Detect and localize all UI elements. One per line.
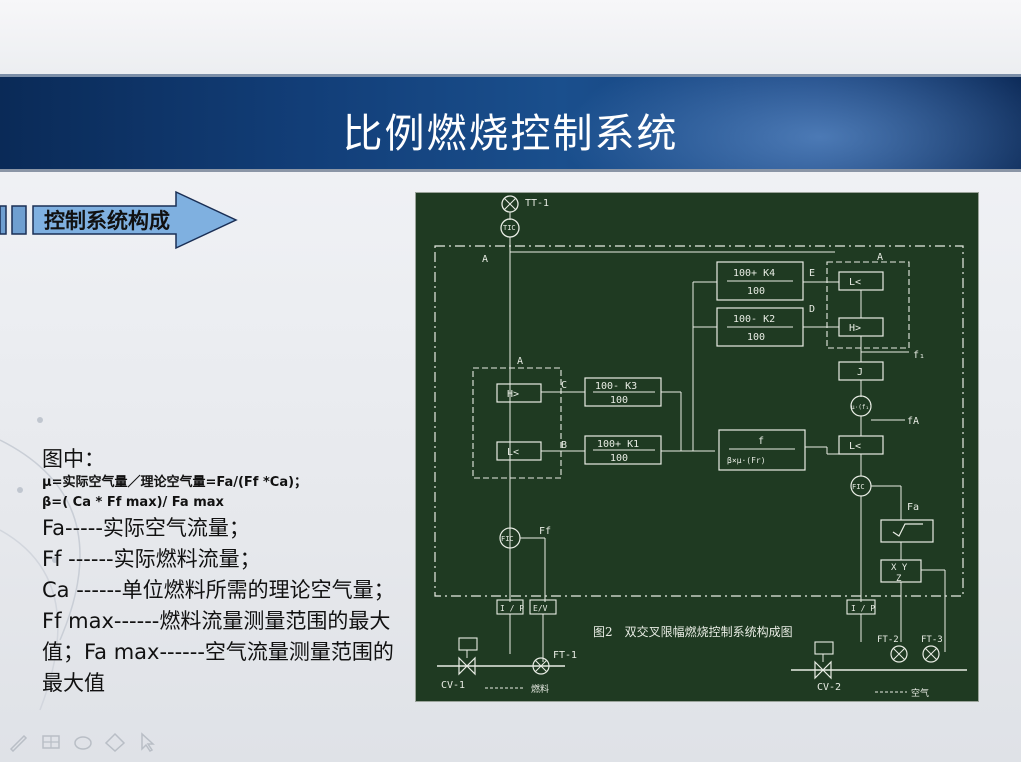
ft1-sensor (532, 657, 550, 675)
ft3-sensor (922, 645, 940, 663)
cv2-valve (814, 660, 832, 680)
legend-line-fa: Fa-----实际空气流量； (42, 516, 250, 540)
label-fa2: Fa (907, 502, 919, 513)
label-d: D (809, 304, 815, 315)
tt1-label: TT-1 (525, 198, 549, 209)
k1-block (584, 435, 662, 465)
ip1-label: I / P (500, 604, 524, 613)
label-f1: f₁ (913, 350, 925, 361)
banner-glow (560, 77, 1021, 169)
f-den: β×μ·(Fr) (727, 456, 766, 465)
legend-line-ff: Ff ------实际燃料流量； (42, 547, 261, 571)
ft1-label: FT-1 (553, 650, 577, 661)
k2-num: 100- K2 (733, 314, 775, 325)
sqrt-block (880, 519, 934, 543)
xy-label: X Y (891, 563, 908, 573)
label-b: B (561, 440, 567, 451)
hs-left-label: H> (507, 389, 519, 400)
section-label: 控制系统构成 (44, 209, 170, 233)
title-banner: 比例燃烧控制系统 (0, 74, 1021, 172)
air-label: 空气 (911, 687, 929, 699)
section-arrow (0, 190, 238, 250)
right-selector-group (826, 261, 910, 349)
k4-den: 100 (747, 286, 765, 297)
hs-right-label: H> (849, 323, 861, 334)
ls-right-label: L< (849, 277, 861, 288)
cv2-label: CV-2 (817, 682, 841, 693)
j-label: J (857, 367, 863, 378)
presenter-toolbar (8, 732, 158, 752)
lk-label: L< (849, 441, 861, 452)
control-diagram: TT-1 TIC A A H> L< C B 100- K3 100 100+ … (415, 192, 979, 702)
eraser-icon[interactable] (72, 732, 94, 752)
z-label: Z (896, 574, 902, 584)
ev-label: E/V (533, 604, 548, 613)
decorative-curves (0, 417, 81, 711)
label-a-left: A (517, 356, 523, 367)
fic1-label: FIC (501, 535, 514, 543)
fic2-label: FIC (852, 483, 865, 491)
label-a-outer: A (482, 254, 488, 265)
legend-line-max: Ff max------燃料流量测量范围的最大值；Fa max------空气流… (42, 609, 394, 695)
k1-num: 100+ K1 (597, 439, 639, 450)
k4-block (716, 261, 804, 301)
label-ff: Ff (539, 526, 551, 537)
label-a-right: A (877, 252, 883, 263)
grid-icon[interactable] (40, 732, 62, 752)
label-e: E (809, 268, 815, 279)
k2-den: 100 (747, 332, 765, 343)
ft2-label: FT-2 (877, 635, 899, 645)
diagram-board (415, 192, 979, 702)
formula-mu: μ=实际空气量／理论空气量=Fa/(Ff *Ca)； (42, 475, 308, 490)
fuel-label: 燃料 (531, 683, 549, 695)
ft3-label: FT-3 (921, 635, 943, 645)
ls-left-label: L< (507, 447, 519, 458)
label-c: C (561, 380, 567, 391)
diamond-icon[interactable] (104, 732, 126, 752)
legend-heading: 图中： (42, 447, 105, 471)
k3-den: 100 (610, 395, 628, 406)
f-num: f (758, 436, 764, 447)
k3-num: 100- K3 (595, 381, 637, 392)
cv1-valve (458, 656, 476, 676)
ip2-label: I / P (851, 604, 875, 613)
f-block (718, 429, 806, 471)
mu-label: μ·(f₁) (851, 404, 873, 411)
ft2-sensor (890, 645, 908, 663)
legend-line-ca: Ca ------单位燃料所需的理论空气量； (42, 578, 395, 602)
formula-beta: β=( Ca * Ff max)/ Fa max (42, 495, 224, 510)
slide-title: 比例燃烧控制系统 (342, 111, 679, 157)
legend-text: 图中： μ=实际空气量／理论空气量=Fa/(Ff *Ca)； β=( Ca * … (42, 445, 402, 699)
high-selector-left (496, 383, 542, 403)
k4-num: 100+ K4 (733, 268, 775, 279)
outer-frame (434, 245, 964, 597)
k1-den: 100 (610, 453, 628, 464)
cv1-label: CV-1 (441, 680, 465, 691)
top-band (0, 0, 1021, 74)
pointer-icon[interactable] (136, 732, 158, 752)
diagram-caption: 图2 双交叉限幅燃烧控制系统构成图 (593, 624, 793, 639)
label-fa: fA (907, 416, 919, 427)
pen-icon[interactable] (8, 732, 30, 752)
tic1-label: TIC (503, 224, 516, 232)
